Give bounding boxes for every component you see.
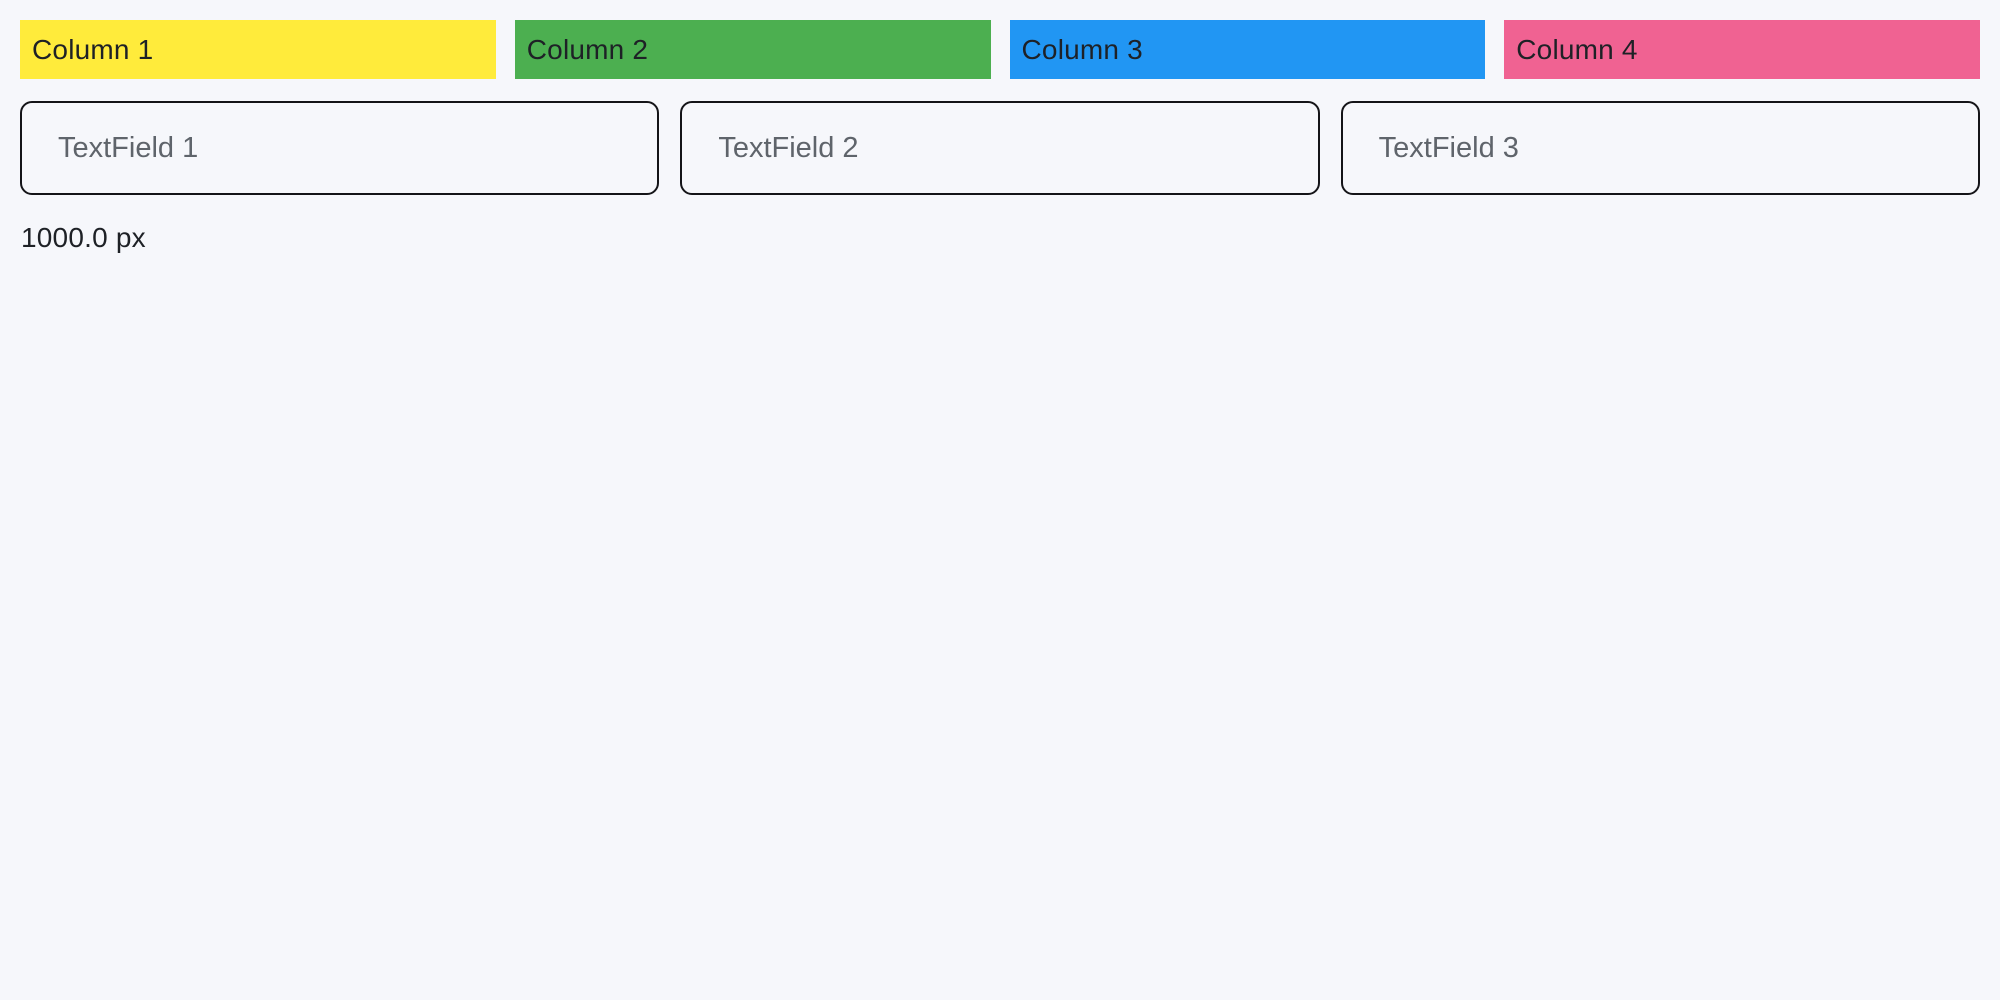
- column-header-3-label: Column 3: [1021, 33, 1143, 65]
- column-header-4-label: Column 4: [1516, 33, 1638, 65]
- width-readout-label: 1000.0 px: [21, 222, 146, 253]
- columns-row: Column 1 Column 2 Column 3 Column 4: [0, 0, 2000, 79]
- column-header-2: Column 2: [514, 20, 991, 79]
- textfield-3[interactable]: [1340, 101, 1980, 195]
- column-header-2-label: Column 2: [526, 33, 649, 65]
- column-header-3: Column 3: [1009, 20, 1486, 79]
- column-header-4: Column 4: [1504, 20, 1980, 79]
- textfield-1[interactable]: [20, 101, 660, 195]
- column-header-1: Column 1: [20, 20, 496, 79]
- textfield-2[interactable]: [680, 101, 1320, 195]
- textfields-row: [0, 79, 2000, 195]
- column-header-1-label: Column 1: [32, 33, 154, 65]
